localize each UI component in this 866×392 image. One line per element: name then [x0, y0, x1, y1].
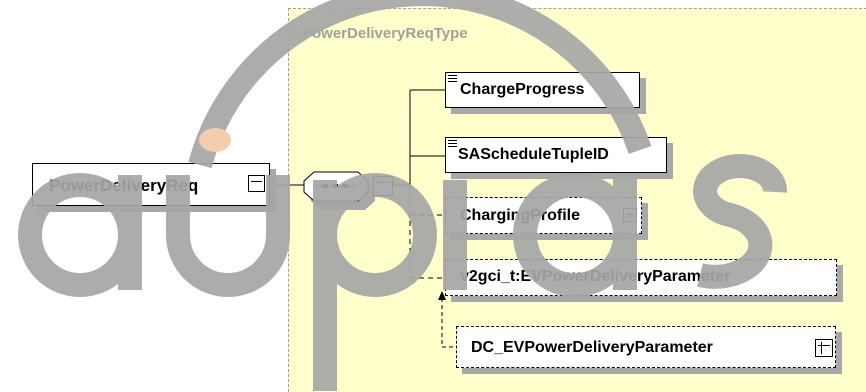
root-collapse-icon[interactable]	[248, 175, 265, 192]
sa-schedule-tuple-id-label: SAScheduleTupleID	[458, 146, 609, 163]
charging-profile-element[interactable]: ChargingProfile	[445, 197, 642, 234]
ev-power-delivery-parameter-element[interactable]: v2gci_t:EVPowerDeliveryParameter	[445, 259, 837, 296]
simple-content-icon	[448, 75, 457, 83]
charge-progress-element[interactable]: ChargeProgress	[445, 72, 640, 108]
root-element-box[interactable]: PowerDeliveryReq	[32, 163, 270, 206]
dc-ev-power-delivery-parameter-label: DC_EVPowerDeliveryParameter	[471, 339, 713, 356]
sequence-collapse-icon[interactable]	[373, 176, 393, 196]
sequence-compositor[interactable]	[303, 171, 375, 210]
sa-schedule-tuple-id-element[interactable]: SAScheduleTupleID	[445, 137, 667, 173]
charge-progress-label: ChargeProgress	[460, 81, 585, 98]
dc-ev-power-delivery-parameter-element[interactable]: DC_EVPowerDeliveryParameter	[456, 326, 836, 368]
simple-content-icon	[448, 140, 457, 148]
charging-profile-expand-icon[interactable]	[623, 208, 637, 222]
root-element-label: PowerDeliveryReq	[49, 176, 199, 195]
dc-ev-power-delivery-parameter-expand-icon[interactable]	[815, 339, 833, 357]
ev-power-delivery-parameter-label: v2gci_t:EVPowerDeliveryParameter	[460, 268, 731, 285]
charging-profile-label: ChargingProfile	[460, 207, 581, 224]
